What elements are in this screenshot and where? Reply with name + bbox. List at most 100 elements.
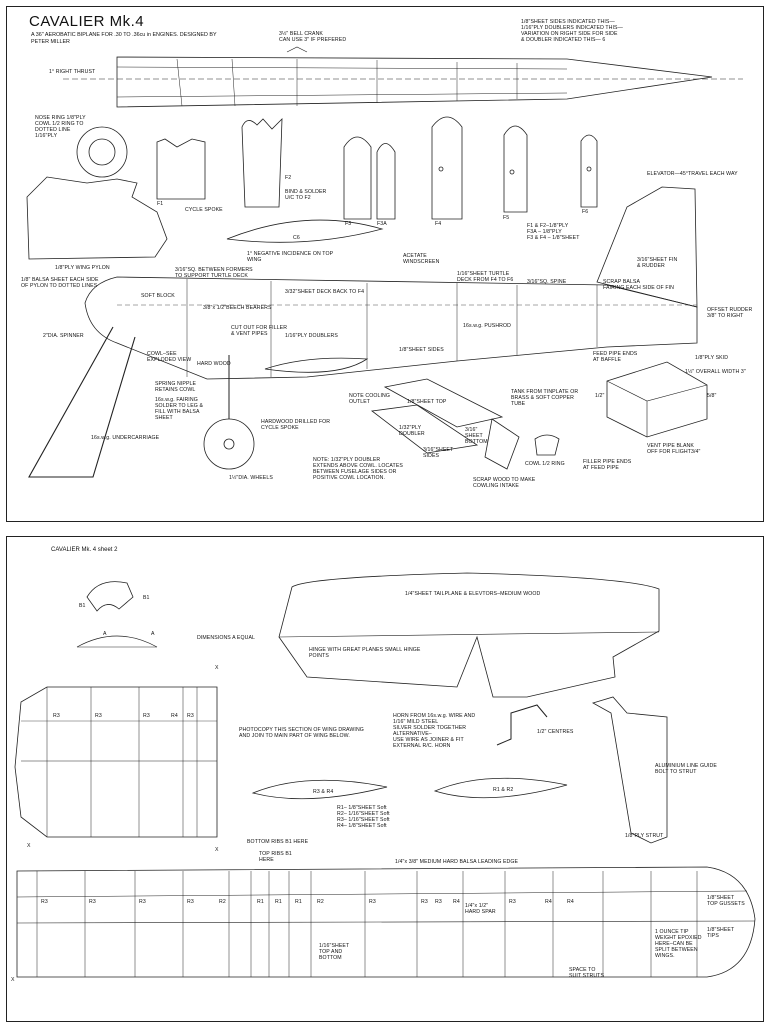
label-ply-doublers: 1/16"PLY DOUBLERS <box>285 333 338 339</box>
label-b1-right: B1 <box>143 595 150 601</box>
main-wing <box>16 866 756 978</box>
label-hard-spar: 1/4"x 1/2" HARD SPAR <box>465 903 496 915</box>
label-f5: F5 <box>503 215 510 221</box>
label-wing-pylon: 1/8"PLY WING PYLON <box>55 265 110 271</box>
rib-label: R4 <box>171 713 178 719</box>
label-neg-incidence: 1° NEGATIVE INCIDENCE ON TOP WING <box>247 251 334 263</box>
rib-label: R3 <box>421 899 428 905</box>
rib-label: R3 <box>139 899 146 905</box>
rib-label: R2 <box>317 899 324 905</box>
label-cowl-ring: COWL 1/2 RING <box>525 461 565 467</box>
label-cowl-exploded: COWL–SEE EXPLODED VIEW <box>147 351 192 363</box>
plan-title: CAVALIER Mk.4 <box>29 13 145 30</box>
sheet1-drawing <box>26 46 743 478</box>
label-elevator-travel: ELEVATOR—45°TRAVEL EACH WAY <box>647 171 738 177</box>
label-dim-half: 1/2" <box>595 393 605 399</box>
plan-subtitle: A 36" AEROBATIC BIPLANE FOR .30 TO .36cu… <box>31 32 217 45</box>
label-scrap-balsa: SCRAP BALSA FAIRING EACH SIDE OF FIN <box>603 279 674 291</box>
label-c6: C6 <box>293 235 300 241</box>
label-f4: F4 <box>435 221 442 227</box>
label-bottom-ribs: BOTTOM RIBS B1 HERE <box>247 839 309 845</box>
label-f6: F6 <box>582 209 589 215</box>
label-space-struts: SPACE TO SUIT STRUTS <box>569 967 605 979</box>
label-overall-width: 1½" OVERALL WIDTH 3" <box>685 369 746 375</box>
label-sheet-gussets: 1/8"SHEET TOP GUSSETS <box>707 895 745 907</box>
label-f3a: F3A <box>377 221 387 227</box>
plan-sheet-2: CAVALIER Mk. 4 sheet 2 B1 B1 A A DIMENSI… <box>6 536 764 1022</box>
tank-drawing <box>606 361 708 438</box>
label-x-4: X <box>11 977 15 983</box>
label-x-1: X <box>215 665 219 671</box>
rib-label: R3 <box>187 713 194 719</box>
rib-template <box>76 581 158 648</box>
rib-label: R4 <box>567 899 574 905</box>
label-pushrod: 16s.w.g. PUSHROD <box>463 323 512 329</box>
label-undercarriage: 16s.w.g. UNDERCARRIAGE <box>91 435 160 441</box>
rib-label: R3 <box>187 899 194 905</box>
label-a-left: A <box>103 631 107 637</box>
strut <box>591 696 668 844</box>
label-top-ribs: TOP RIBS B1 HERE <box>259 851 292 863</box>
label-dim-34: 3/4" <box>691 449 701 455</box>
rib-label: R4 <box>545 899 552 905</box>
label-note-doubler: NOTE: 1/32"PLY DOUBLER EXTENDS ABOVE COW… <box>313 457 403 481</box>
label-horn: HORN FROM 16s.w.g. WIRE AND 1/16" MILD S… <box>393 713 476 749</box>
label-ply-skid: 1/8"PLY SKID <box>695 355 729 361</box>
label-centres: 1/2" CENTRES <box>537 729 574 735</box>
label-fin-rudder: 3/16"SHEET FIN & RUDDER <box>637 257 678 269</box>
label-sq-spine: 3/16"SQ. SPINE <box>527 279 567 285</box>
rib-label: R3 <box>95 713 102 719</box>
rib-label: R4 <box>453 899 460 905</box>
label-note-cooling: NOTE COOLING OUTLET <box>349 393 390 405</box>
rib-label: R1 <box>295 899 302 905</box>
rib-label: R3 <box>143 713 150 719</box>
label-rib-list: R1– 1/8"SHEET Soft R2– 1/16"SHEET Soft R… <box>337 805 390 829</box>
label-tailplane: 1/4"SHEET TAILPLANE & ELEVTORS–MEDIUM WO… <box>405 591 541 597</box>
label-filler-pipe: FILLER PIPE ENDS AT FEED PIPE <box>583 459 632 471</box>
label-aluminium: ALUMINIUM LINE GUIDE BOLT TO STRUT <box>655 763 717 775</box>
label-balsa-sheet: 1/8" BALSA SHEET EACH SIDE OF PYLON TO D… <box>21 277 99 289</box>
label-sheet-deck: 3/32"SHEET DECK BACK TO F4 <box>285 289 365 295</box>
label-bellcrank: 3½" BELL CRANK CAN USE 3" IF PREFERED <box>279 31 347 43</box>
label-sheet-tips: 1/8"SHEET TIPS <box>707 927 735 939</box>
label-f1: F1 <box>157 201 164 207</box>
sheet2-drawing <box>14 572 756 978</box>
label-f2: F2 <box>285 175 292 181</box>
wing-section <box>226 219 384 243</box>
rib-label: R3 <box>509 899 516 905</box>
label-nose-ring: NOSE RING 1/8"PLY COWL 1/2 RING TO DOTTE… <box>35 115 86 139</box>
legend: 1/8"SHEET SIDES INDICATED THIS— 1/16"PLY… <box>521 19 623 43</box>
label-feed-pipe: FEED PIPE ENDS AT BAFFLE <box>593 351 638 363</box>
label-x-3: X <box>27 843 31 849</box>
label-acetate: ACETATE WINDSCREEN <box>403 253 440 265</box>
plan-sheet-1: CAVALIER Mk.4 A 36" AEROBATIC BIPLANE FO… <box>6 6 764 522</box>
label-sheet-sides: 1/8"SHEET SIDES <box>399 347 444 353</box>
tailplane <box>278 572 660 698</box>
label-ply-doubler: 1/32"PLY DOUBLER <box>399 425 425 437</box>
label-tank: TANK FROM TINPLATE OR BRASS & SOFT COPPE… <box>511 389 579 407</box>
label-hinge: HINGE WITH GREAT PLANES SMALL HINGE POIN… <box>309 647 421 659</box>
label-a-right: A <box>151 631 155 637</box>
label-bind-solder: BIND & SOLDER U/C TO F2 <box>285 189 327 201</box>
wing-section-r3r4 <box>251 779 388 800</box>
label-cycle-spoke: CYCLE SPOKE <box>185 207 223 213</box>
label-spring-nipple: SPRING NIPPLE RETAINS COWL <box>155 381 197 393</box>
undercarriage <box>28 326 255 478</box>
label-fairing: 16s.w.g. FAIRING SOLDER TO LEG & FILL WI… <box>155 397 204 421</box>
rib-label: R3 <box>369 899 376 905</box>
label-r1r2: R1 & R2 <box>493 787 514 793</box>
label-turtle-deck: 1/16"SHEET TURTLE DECK FROM F4 TO F6 <box>457 271 514 283</box>
label-sheet-bottom: 3/16" SHEET BOTTOM <box>465 427 488 445</box>
rib-label: R3 <box>89 899 96 905</box>
fuselage-side-view <box>84 276 698 380</box>
label-x-2: X <box>215 847 219 853</box>
label-cut-out: CUT OUT FOR FILLER & VENT PIPES <box>231 325 288 337</box>
rib-label: R3 <box>41 899 48 905</box>
label-ply-note: F1 & F2–1/8"PLY F3A – 1/8"PLY F3 & F4 – … <box>527 223 580 241</box>
label-hard-wood: HARD WOOD <box>197 361 231 367</box>
cowl-exploded <box>370 378 560 470</box>
label-ounce-tip: 1 OUNCE TIP WEIGHT EPOXIED HERE–CAN BE S… <box>655 929 702 959</box>
label-spinner: 2"DIA. SPINNER <box>43 333 84 339</box>
rib-label: R3 <box>435 899 442 905</box>
label-scrap-wood: SCRAP WOOD TO MAKE COWLING INTAKE <box>473 477 536 489</box>
